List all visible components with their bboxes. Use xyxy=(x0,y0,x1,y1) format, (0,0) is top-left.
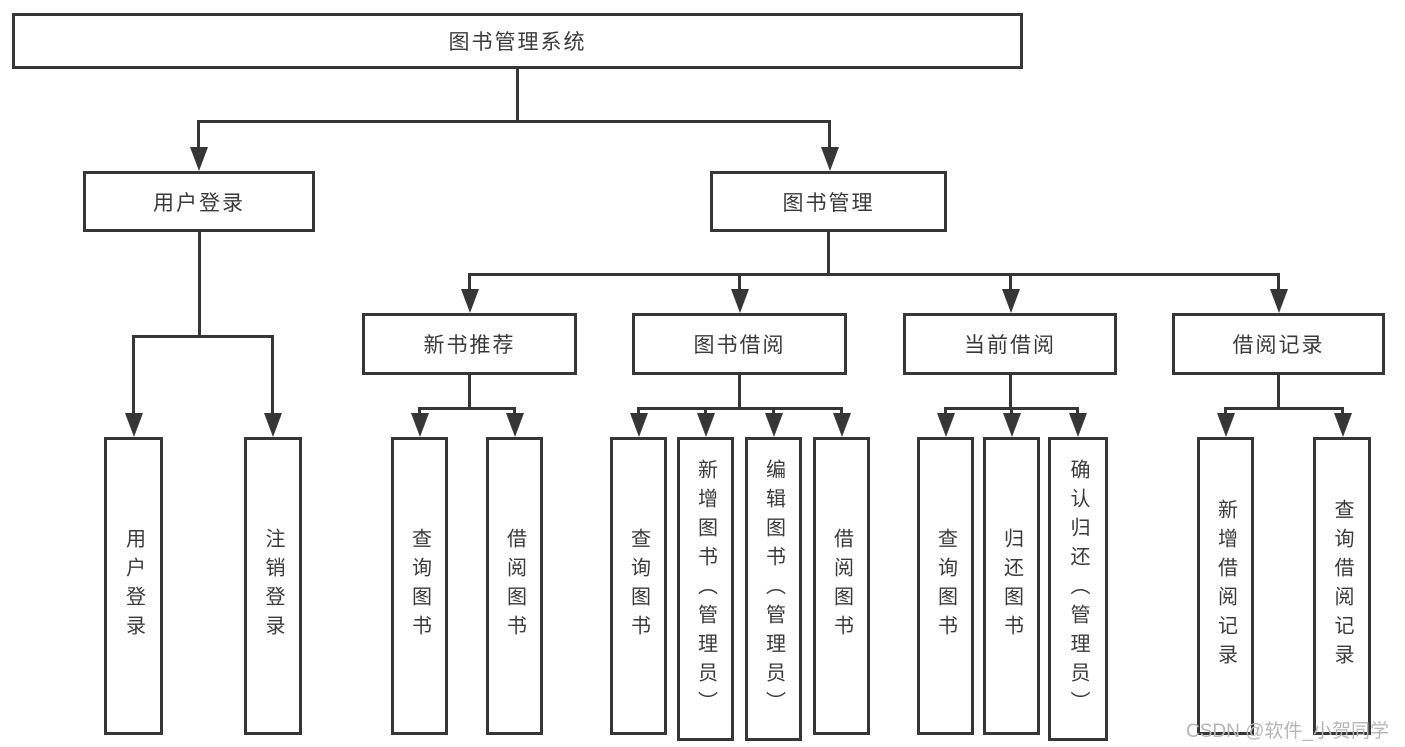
arrowhead xyxy=(461,289,479,313)
arrowhead xyxy=(1003,413,1021,437)
connector xyxy=(197,120,831,123)
leaf-query-books-3-label: 查询图书 xyxy=(934,528,957,644)
connector xyxy=(1224,407,1343,410)
arrowhead xyxy=(630,413,648,437)
leaf-query-books-3: 查询图书 xyxy=(917,437,974,735)
connector xyxy=(738,273,741,291)
leaf-borrow-books-1: 借阅图书 xyxy=(486,437,543,735)
connector xyxy=(1277,375,1280,407)
leaf-query-borrow-record: 查询借阅记录 xyxy=(1313,437,1371,735)
connector xyxy=(271,335,274,417)
node-user-login-label: 用户登录 xyxy=(153,191,245,215)
connector xyxy=(468,375,471,407)
connector xyxy=(132,335,135,417)
leaf-confirm-return-admin-label: 确认归还（管理员） xyxy=(1067,458,1089,720)
arrowhead xyxy=(833,413,851,437)
connector xyxy=(197,120,200,150)
connector xyxy=(827,232,830,273)
leaf-user-login-label: 用户登录 xyxy=(122,528,145,644)
connector xyxy=(516,69,519,120)
leaf-add-books-admin-label: 新增图书（管理员） xyxy=(694,458,717,720)
arrowhead xyxy=(821,147,839,171)
connector xyxy=(1009,273,1012,291)
connector xyxy=(468,273,471,291)
arrowhead xyxy=(1002,289,1020,313)
arrowhead xyxy=(190,147,208,171)
arrowhead xyxy=(264,413,282,437)
leaf-confirm-return-admin: 确认归还（管理员） xyxy=(1048,437,1108,741)
leaf-query-books-2-label: 查询图书 xyxy=(627,528,650,644)
leaf-query-books-1: 查询图书 xyxy=(391,437,448,735)
node-user-login: 用户登录 xyxy=(83,171,315,232)
leaf-add-books-admin: 新增图书（管理员） xyxy=(677,437,734,741)
leaf-query-books-1-label: 查询图书 xyxy=(408,528,431,644)
arrowhead xyxy=(506,413,524,437)
arrowhead xyxy=(937,413,955,437)
node-book-management-label: 图书管理 xyxy=(782,191,875,215)
leaf-logout: 注销登录 xyxy=(244,437,302,735)
arrowhead xyxy=(1334,413,1352,437)
connector xyxy=(738,375,741,407)
arrowhead xyxy=(1217,413,1235,437)
leaf-user-login: 用户登录 xyxy=(104,437,163,735)
node-current-borrow: 当前借阅 xyxy=(903,313,1117,375)
connector xyxy=(1009,375,1012,407)
connector xyxy=(132,335,274,338)
connector xyxy=(637,407,843,410)
node-book-borrow-label: 图书借阅 xyxy=(693,334,786,357)
connector xyxy=(198,232,201,335)
leaf-borrow-books-2: 借阅图书 xyxy=(813,437,870,735)
node-root: 图书管理系统 xyxy=(12,13,1023,69)
leaf-add-borrow-record: 新增借阅记录 xyxy=(1197,437,1254,735)
connector xyxy=(418,407,516,410)
leaf-return-books-label: 归还图书 xyxy=(1000,528,1023,644)
leaf-borrow-books-1-label: 借阅图书 xyxy=(503,528,526,644)
connector xyxy=(1277,273,1280,291)
node-new-book-recommend-label: 新书推荐 xyxy=(423,334,516,357)
leaf-edit-books-admin-label: 编辑图书（管理员） xyxy=(762,458,785,720)
arrowhead xyxy=(731,289,749,313)
node-borrow-records: 借阅记录 xyxy=(1172,313,1385,375)
connector xyxy=(828,120,831,150)
arrowhead xyxy=(1069,413,1087,437)
arrowhead xyxy=(765,413,783,437)
leaf-logout-label: 注销登录 xyxy=(262,528,284,644)
arrowhead xyxy=(697,413,715,437)
node-book-management: 图书管理 xyxy=(710,171,947,232)
arrowhead xyxy=(1270,289,1288,313)
leaf-query-books-2: 查询图书 xyxy=(610,437,667,735)
connector xyxy=(468,273,1280,276)
leaf-edit-books-admin: 编辑图书（管理员） xyxy=(745,437,802,741)
leaf-add-borrow-record-label: 新增借阅记录 xyxy=(1214,499,1237,673)
node-root-label: 图书管理系统 xyxy=(448,31,587,54)
arrowhead xyxy=(411,413,429,437)
node-borrow-records-label: 借阅记录 xyxy=(1232,334,1325,357)
node-new-book-recommend: 新书推荐 xyxy=(362,313,577,375)
node-current-borrow-label: 当前借阅 xyxy=(964,334,1056,357)
leaf-borrow-books-2-label: 借阅图书 xyxy=(830,528,853,644)
leaf-query-borrow-record-label: 查询借阅记录 xyxy=(1331,499,1353,673)
arrowhead xyxy=(125,413,143,437)
leaf-return-books: 归还图书 xyxy=(983,437,1040,735)
node-book-borrow: 图书借阅 xyxy=(632,313,847,375)
watermark: CSDN @软件_小贺同学 xyxy=(1186,721,1389,742)
